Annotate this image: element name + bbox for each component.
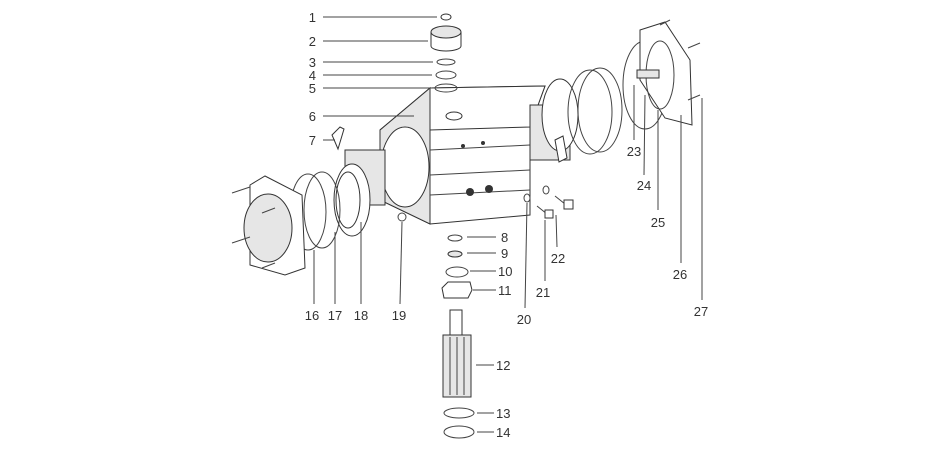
- callout-8: 8: [501, 230, 508, 245]
- callout-14: 14: [496, 425, 510, 440]
- callout-23: 23: [627, 144, 641, 159]
- callout-2: 2: [309, 34, 316, 49]
- callout-7: 7: [309, 133, 316, 148]
- leader-lines: [313, 16, 703, 433]
- right-piston: [529, 67, 623, 163]
- callout-16: 16: [305, 308, 319, 323]
- callout-22: 22: [551, 251, 565, 266]
- housing-body: [379, 85, 546, 225]
- left-piston: [331, 126, 386, 237]
- top-indicator: [430, 13, 462, 93]
- drive-shaft: [441, 234, 475, 439]
- cap-screw-icon: [659, 19, 701, 101]
- left-end-cap: [231, 171, 341, 276]
- callout-4: 4: [309, 68, 316, 83]
- callout-24: 24: [637, 178, 651, 193]
- plugs: [397, 185, 574, 222]
- callout-27: 27: [694, 304, 708, 319]
- callout-19: 19: [392, 308, 406, 323]
- callout-9: 9: [501, 246, 508, 261]
- callout-26: 26: [673, 267, 687, 282]
- callout-21: 21: [536, 285, 550, 300]
- cap-screw-icon: [231, 186, 276, 269]
- callout-25: 25: [651, 215, 665, 230]
- callout-6: 6: [309, 109, 316, 124]
- callout-10: 10: [498, 264, 512, 279]
- callout-3: 3: [309, 55, 316, 70]
- callout-20: 20: [517, 312, 531, 327]
- right-end-cap: [622, 19, 701, 130]
- callout-12: 12: [496, 358, 510, 373]
- callout-11: 11: [498, 283, 512, 298]
- callout-17: 17: [328, 308, 342, 323]
- callout-5: 5: [309, 81, 316, 96]
- callout-13: 13: [496, 406, 510, 421]
- callout-1: 1: [309, 10, 316, 25]
- callout-18: 18: [354, 308, 368, 323]
